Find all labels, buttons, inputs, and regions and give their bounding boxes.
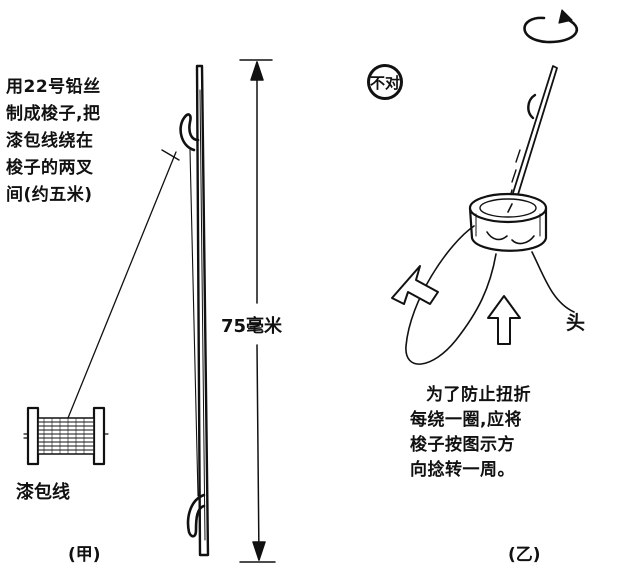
instruction-line: 每绕一圈,应将	[410, 410, 522, 430]
dimension-line	[239, 59, 276, 563]
instruction-line: 向捻转一周。	[410, 460, 515, 480]
upward-arrow-icon	[487, 295, 521, 345]
instruction-line: 间(约五米)	[6, 185, 93, 205]
leader-line	[67, 151, 177, 419]
figure-a-caption: (甲)	[68, 545, 101, 565]
wire-loop	[405, 225, 497, 365]
wire-on-shuttle	[189, 149, 199, 497]
instruction-line: 梭子按图示方	[410, 435, 515, 455]
instruction-line: 制成梭子,把	[6, 104, 101, 124]
shuttle-bottom-fork	[186, 493, 206, 538]
figure-b-instructions: 为了防止扭折 每绕一圈,应将 梭子按图示方 向捻转一周。	[410, 383, 531, 483]
outward-arrow-icon	[391, 265, 439, 305]
note-a-pointer	[161, 149, 180, 161]
twisting-shuttle	[506, 65, 558, 215]
instruction-line: 为了防止扭折	[426, 385, 531, 405]
shuttle-rod	[195, 64, 210, 557]
head-label: 头	[566, 312, 586, 334]
instruction-line: 用22号铅丝	[6, 77, 101, 97]
instruction-line: 梭子的两叉	[6, 158, 94, 178]
rotation-arrow-icon	[523, 16, 578, 44]
spool-label: 漆包线	[16, 482, 70, 503]
figure-b-caption: (乙)	[508, 545, 541, 565]
spool-icon	[23, 406, 109, 466]
shuttle-top-fork	[179, 113, 200, 152]
rotation-arrowhead	[558, 9, 573, 24]
wire-head-lead	[531, 251, 575, 313]
coil-cup	[468, 192, 548, 252]
figure-a-instructions: 用22号铅丝 制成梭子,把 漆包线绕在 梭子的两叉 间(约五米)	[6, 74, 101, 209]
instruction-line: 漆包线绕在	[6, 131, 94, 151]
badge-not-correct: 不对	[367, 64, 403, 100]
dimension-label: 75毫米	[221, 310, 283, 340]
